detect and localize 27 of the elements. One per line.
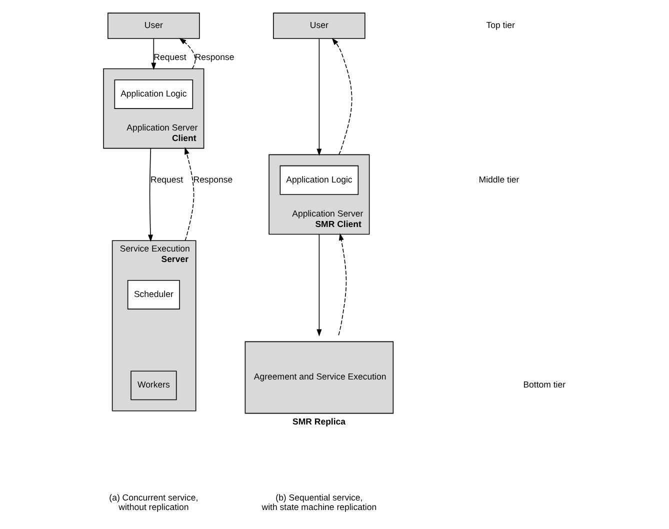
edge-label: Response (193, 174, 233, 184)
node-box: User (108, 12, 200, 39)
label: Bottom tier (523, 380, 566, 390)
node-box: Workers (130, 370, 177, 400)
node-label: SMR Replica (292, 416, 346, 426)
node-box: User (273, 12, 366, 39)
node-label: Client (172, 133, 196, 144)
node-box: Application Logic (280, 165, 359, 195)
arrow (332, 38, 352, 156)
edge-label: Request (150, 174, 184, 184)
label: (b) Sequential service, with state machine replication (262, 492, 377, 512)
node-box: Scheduler (127, 280, 180, 310)
arrow (338, 233, 347, 336)
arrow (179, 38, 196, 70)
arrow (316, 234, 322, 336)
node-label: SMR Client (315, 218, 362, 229)
arrow (148, 148, 154, 242)
node-box: Application Logic (114, 80, 194, 109)
edge-label: Response (194, 52, 234, 62)
arrow (316, 38, 322, 156)
arrow (151, 38, 156, 70)
arrow (184, 147, 194, 242)
label: (a) Concurrent service, without replication (109, 492, 198, 512)
edge-label: Request (154, 52, 186, 62)
label: Top tier (486, 20, 515, 30)
node-label: Server (161, 254, 188, 264)
label: Middle tier (478, 174, 520, 184)
